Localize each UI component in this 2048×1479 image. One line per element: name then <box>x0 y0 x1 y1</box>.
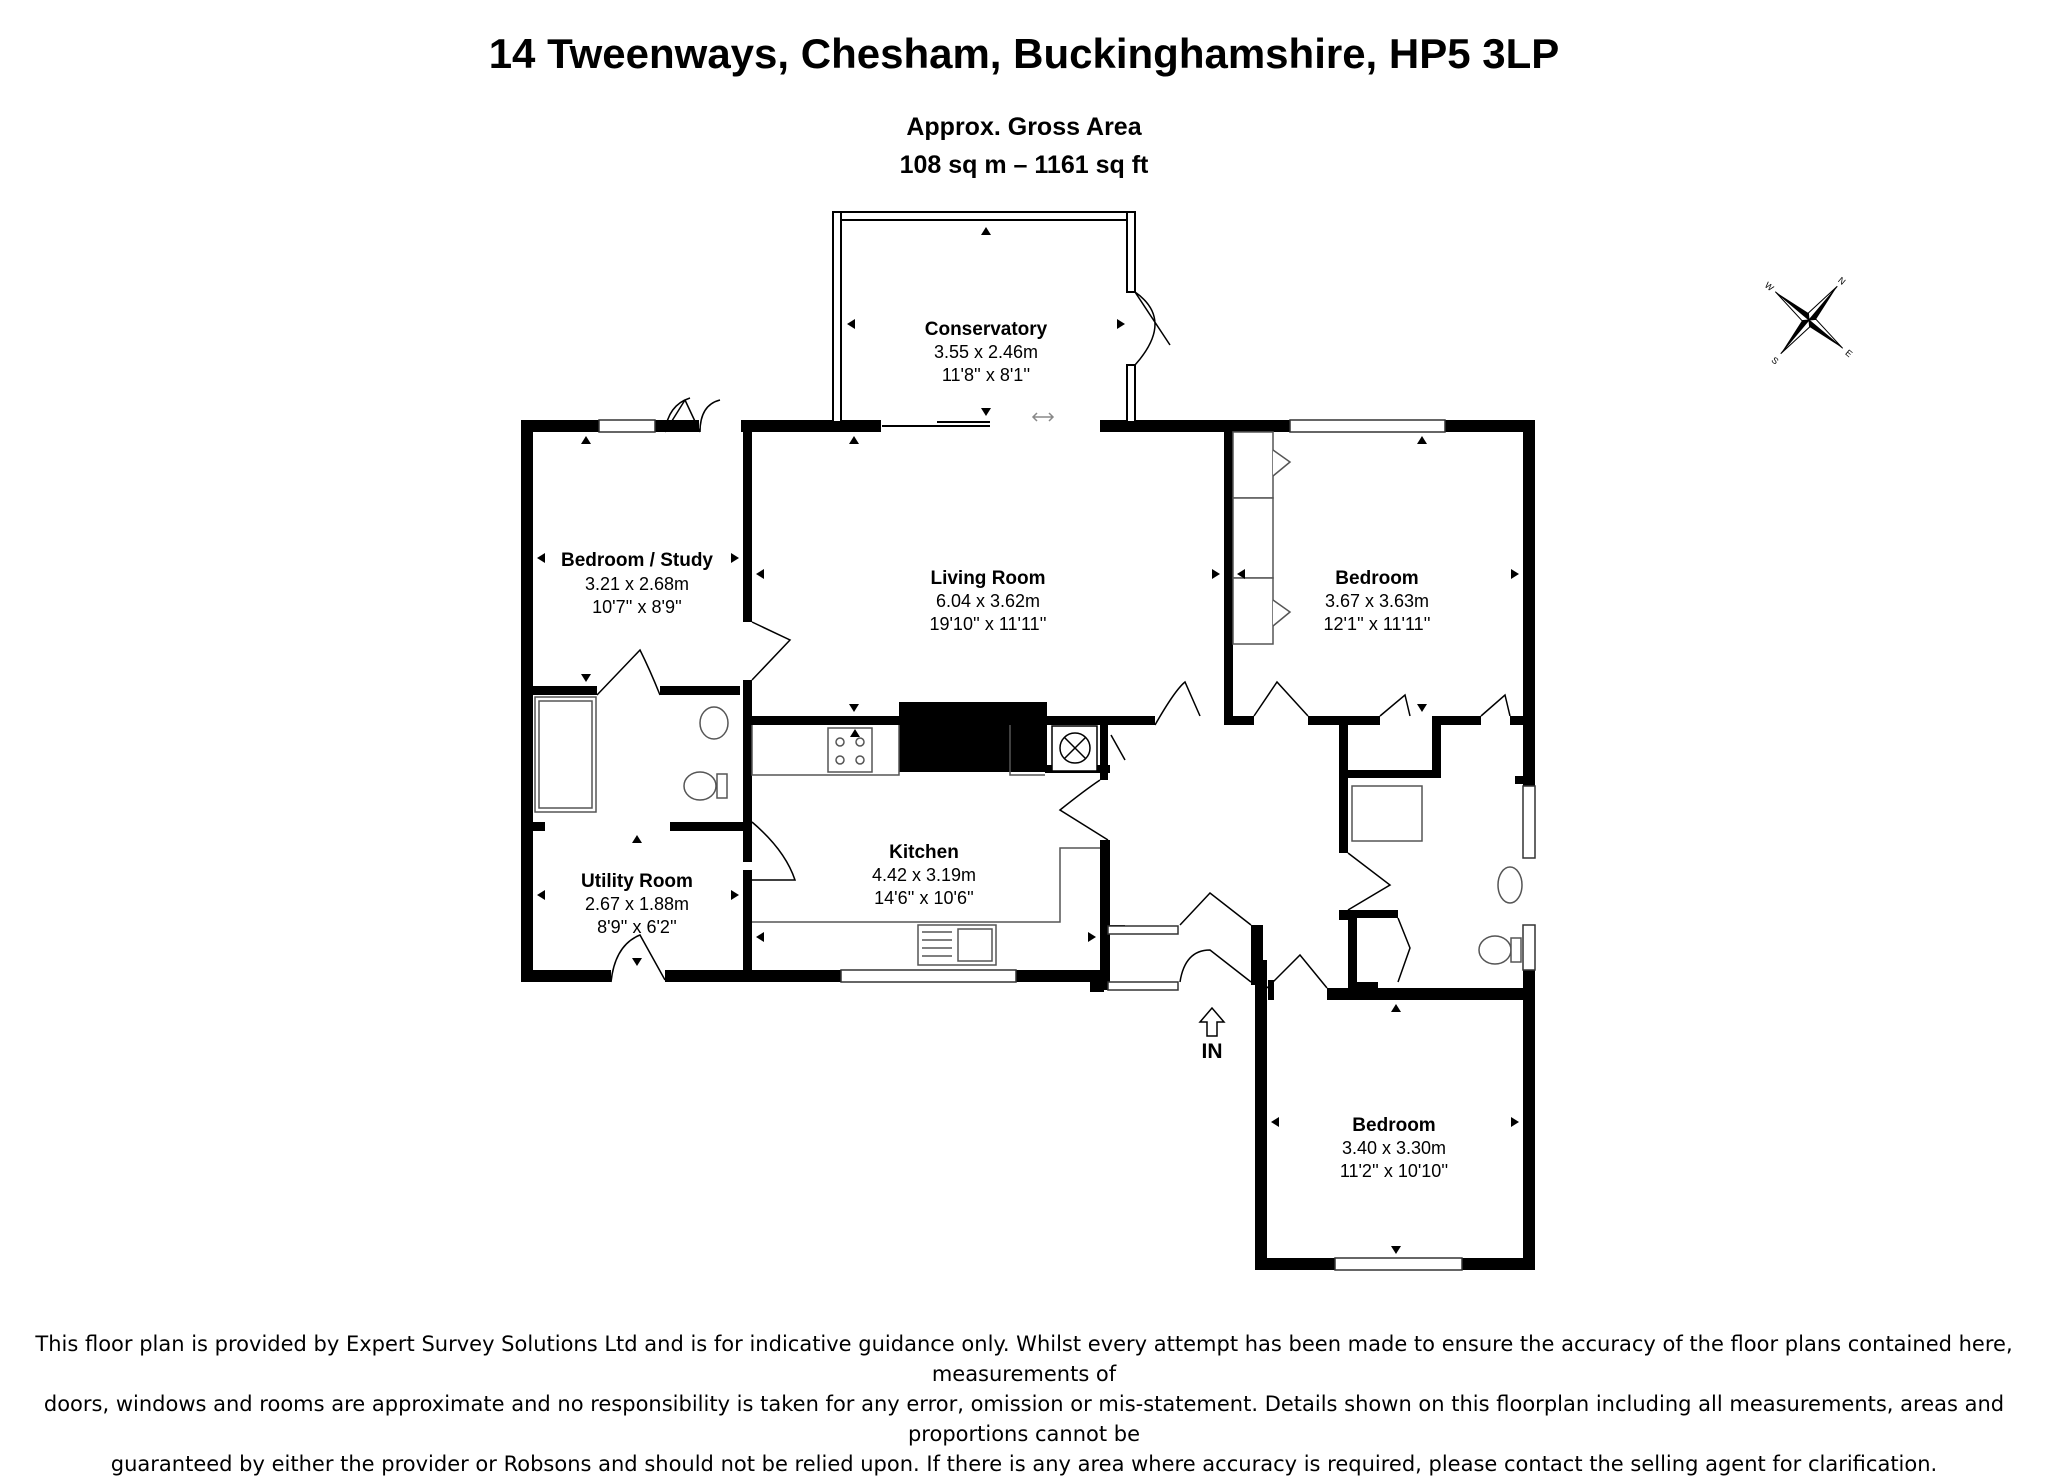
room-imperial: 8'9'' x 6'2'' <box>597 917 677 937</box>
room-label-kitchen: Kitchen 4.42 x 3.19m 14'6'' x 10'6'' <box>872 842 976 908</box>
gross-area-value: 108 sq m – 1161 sq ft <box>899 151 1149 179</box>
svg-text:W: W <box>1763 280 1776 293</box>
entrance-arrow-icon <box>1198 1006 1226 1037</box>
gross-area-label: Approx. Gross Area <box>906 113 1142 141</box>
room-imperial: 11'2'' x 10'10'' <box>1340 1161 1448 1181</box>
door-swings <box>596 397 1511 989</box>
room-metric: 3.21 x 2.68m <box>585 574 689 594</box>
room-imperial: 14'6'' x 10'6'' <box>874 888 974 908</box>
room-name: Living Room <box>930 568 1045 589</box>
disclaimer-text: This floor plan is provided by Expert Su… <box>10 1329 2038 1479</box>
room-imperial: 11'8'' x 8'1'' <box>942 365 1030 385</box>
svg-text:N: N <box>1836 275 1847 287</box>
shower-icon <box>1351 785 1423 842</box>
bath-icon <box>534 696 597 813</box>
room-label-living-room: Living Room 6.04 x 3.62m 19'10'' x 11'11… <box>929 568 1046 634</box>
room-name: Utility Room <box>581 871 693 892</box>
boiler-icon <box>1051 725 1098 772</box>
room-name: Kitchen <box>889 842 959 863</box>
disclaimer-line: doors, windows and rooms are approximate… <box>43 1392 2005 1446</box>
room-label-conservatory: Conservatory 3.55 x 2.46m 11'8'' x 8'1'' <box>925 319 1048 385</box>
disclaimer-line: This floor plan is provided by Expert Su… <box>35 1332 2013 1386</box>
hob-icon <box>827 727 873 773</box>
room-metric: 3.67 x 3.63m <box>1325 591 1429 611</box>
room-name: Bedroom / Study <box>561 550 713 571</box>
room-metric: 4.42 x 3.19m <box>872 865 976 885</box>
room-metric: 2.67 x 1.88m <box>585 894 689 914</box>
room-label-bedroom-1: Bedroom 3.67 x 3.63m 12'1'' x 11'11'' <box>1323 568 1430 634</box>
room-name: Conservatory <box>925 319 1048 340</box>
disclaimer-line: guaranteed by either the provider or Rob… <box>110 1452 1938 1476</box>
basin-icon <box>699 706 1523 904</box>
entrance-label: IN <box>1202 1040 1223 1063</box>
room-label-bedroom-study: Bedroom / Study 3.21 x 2.68m 10'7'' x 8'… <box>561 550 713 617</box>
windows <box>598 419 1536 1271</box>
sink-icon <box>917 924 997 966</box>
room-metric: 3.40 x 3.30m <box>1342 1138 1446 1158</box>
dimension-markers <box>537 227 1519 1254</box>
room-metric: 6.04 x 3.62m <box>936 591 1040 611</box>
compass-rose-icon: N S W E <box>1763 275 1855 367</box>
room-imperial: 10'7'' x 8'9'' <box>592 597 682 617</box>
room-name: Bedroom <box>1335 568 1418 589</box>
room-label-bedroom-2: Bedroom 3.40 x 3.30m 11'2'' x 10'10'' <box>1340 1115 1448 1181</box>
room-label-utility-room: Utility Room 2.67 x 1.88m 8'9'' x 6'2'' <box>581 871 693 937</box>
toilet-icon <box>683 771 1522 965</box>
room-imperial: 12'1'' x 11'11'' <box>1323 614 1430 634</box>
floorplan-title: 14 Tweenways, Chesham, Buckinghamshire, … <box>488 30 1560 77</box>
room-metric: 3.55 x 2.46m <box>934 342 1038 362</box>
interior-walls <box>533 432 1535 990</box>
exterior-walls <box>521 420 1535 1270</box>
floor-plan-drawing: IN N S W E Conservatory 3.55 x 2.46m 11'… <box>521 211 1855 1271</box>
wardrobes <box>1232 431 1292 645</box>
svg-text:S: S <box>1769 355 1780 367</box>
conservatory-frame <box>832 211 1171 427</box>
svg-text:E: E <box>1843 348 1854 360</box>
room-name: Bedroom <box>1352 1115 1435 1136</box>
room-imperial: 19'10'' x 11'11'' <box>929 614 1046 634</box>
kitchen-worktops <box>751 725 1100 923</box>
